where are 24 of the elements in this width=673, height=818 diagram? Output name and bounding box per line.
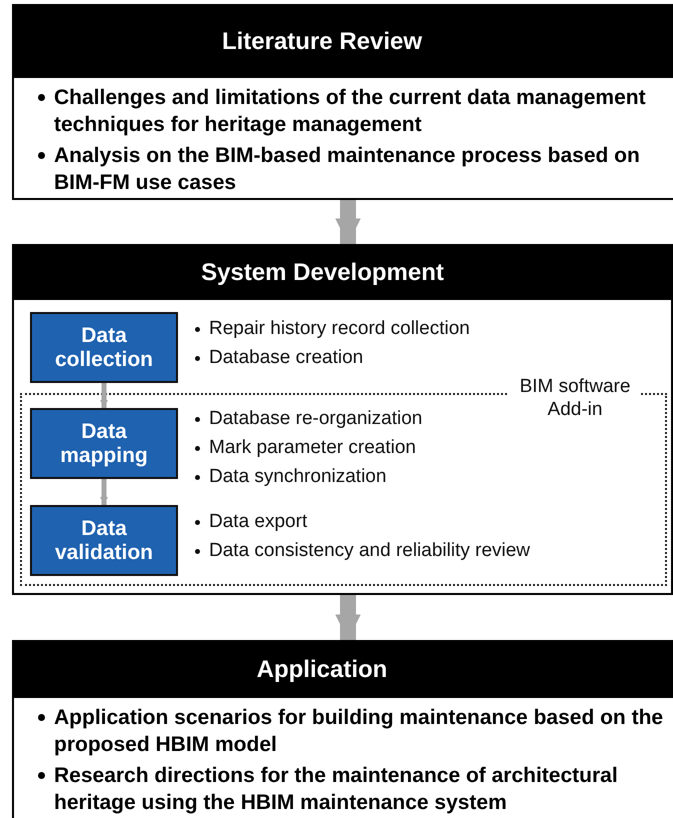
section-panel bbox=[12, 244, 673, 595]
bullet-text: Repair history record collection bbox=[195, 314, 470, 343]
bullet-text: Application scenarios for building maintenance based on the proposed HBIM model bbox=[38, 704, 673, 758]
bullet-text: Mark parameter creation bbox=[195, 433, 416, 462]
bullet-text: Data export bbox=[195, 507, 308, 536]
arrow bbox=[100, 383, 108, 408]
process-box: Data mapping bbox=[30, 408, 178, 479]
process-box: Data validation bbox=[30, 505, 178, 576]
bullet-text: Data consistency and reliability review bbox=[195, 536, 530, 565]
section-panel bbox=[12, 4, 673, 200]
bullet-text: Challenges and limitations of the current data management techniques for heritage management bbox=[38, 84, 673, 138]
section-title: Literature Review bbox=[222, 28, 422, 56]
section-panel bbox=[12, 640, 673, 818]
arrow bbox=[335, 595, 361, 640]
section-title: Application bbox=[256, 656, 388, 684]
bullet-text: Database re-organization bbox=[195, 404, 422, 433]
arrow bbox=[335, 200, 361, 244]
bullet-text: Analysis on the BIM-based maintenance process based on BIM-FM use cases bbox=[38, 142, 673, 196]
bullet-text: Research directions for the maintenance of architectural heritage using the HBIM maintenance system bbox=[38, 762, 673, 816]
bullet-text: Database creation bbox=[195, 343, 364, 372]
bullet-text: Data synchronization bbox=[195, 462, 386, 491]
process-box: Data collection bbox=[30, 312, 178, 383]
arrow bbox=[100, 479, 108, 505]
section-title: System Development bbox=[201, 259, 444, 287]
